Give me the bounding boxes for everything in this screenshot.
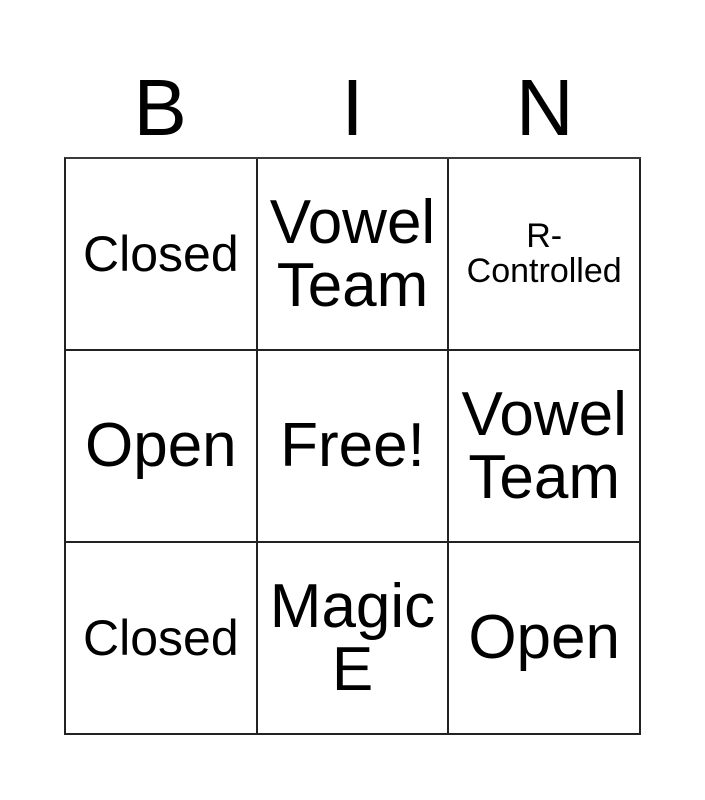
bingo-header-letter-n: N	[515, 62, 574, 152]
bingo-header-row: B I N	[64, 58, 641, 157]
bingo-cell-b2[interactable]: Open	[66, 351, 258, 543]
bingo-cell-label: Open	[468, 603, 620, 673]
bingo-cell-i1[interactable]: Vowel Team	[257, 159, 450, 351]
bingo-cell-label: Open	[84, 411, 237, 481]
bingo-cell-b3[interactable]: Closed	[66, 543, 258, 735]
bingo-header-letter-b: B	[133, 62, 187, 152]
bingo-cell-label: Magic E	[269, 571, 436, 704]
bingo-cell-b1[interactable]: Closed	[66, 159, 258, 351]
bingo-free-space-label: Free!	[280, 411, 425, 481]
bingo-cell-n2[interactable]: Vowel Team	[449, 351, 641, 543]
bingo-cell-label: Vowel Team	[269, 187, 436, 320]
bingo-cell-i3[interactable]: Magic E	[257, 543, 450, 735]
bingo-cell-n1[interactable]: R- Controlled	[449, 159, 641, 351]
bingo-cell-label: R- Controlled	[466, 217, 622, 290]
bingo-cell-label: Closed	[83, 609, 239, 666]
bingo-cell-n3[interactable]: Open	[449, 543, 641, 735]
bingo-header-letter-i: I	[341, 62, 364, 152]
bingo-cell-label: Vowel Team	[461, 379, 627, 512]
bingo-grid: Closed Vowel Team R- Controlled Open Fre…	[64, 157, 641, 735]
bingo-cell-label: Closed	[83, 225, 239, 282]
bingo-cell-free-space[interactable]: Free!	[257, 351, 450, 543]
